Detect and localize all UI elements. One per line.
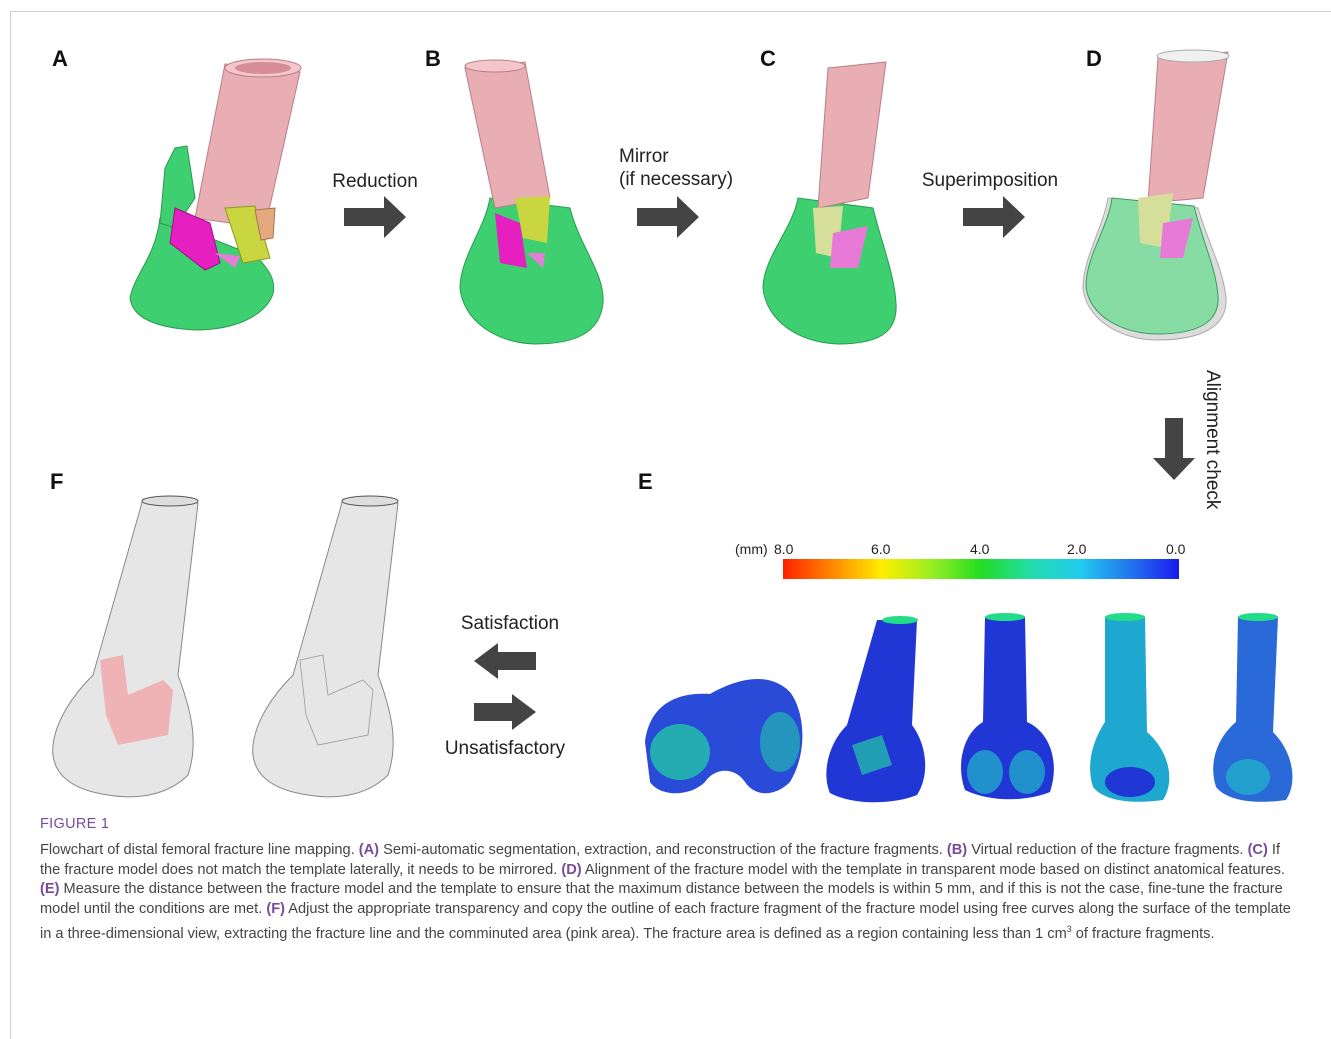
heatmap-axial-view bbox=[640, 672, 810, 800]
caption-tag: (B) bbox=[947, 842, 967, 858]
panel-label-f: F bbox=[50, 469, 63, 495]
top-rule bbox=[10, 11, 1331, 12]
mirrored-fracture-model bbox=[758, 58, 928, 348]
alignment-check-label: Alignment check bbox=[1201, 370, 1223, 530]
arrow-right-icon bbox=[963, 196, 1027, 238]
caption-tag: (F) bbox=[266, 901, 285, 917]
superimposed-model bbox=[1078, 48, 1238, 348]
figure-title: FIGURE 1 bbox=[40, 815, 1300, 835]
colorbar-tick: 8.0 bbox=[774, 541, 793, 557]
colorbar-unit: (mm) bbox=[735, 541, 768, 557]
fracture-fragments-model bbox=[115, 58, 305, 338]
template-with-fracture-area bbox=[48, 495, 208, 805]
caption-tag: (C) bbox=[1248, 842, 1268, 858]
reduction-label: Reduction bbox=[320, 170, 430, 193]
figure-caption: FIGURE 1 Flowchart of distal femoral fra… bbox=[40, 815, 1300, 945]
template-femur bbox=[248, 495, 408, 805]
satisfaction-label: Satisfaction bbox=[440, 612, 580, 635]
mirror-label-line1: Mirror bbox=[605, 145, 755, 168]
heatmap-medial-view bbox=[1085, 612, 1185, 804]
caption-tag: (E) bbox=[40, 881, 59, 897]
left-rule bbox=[10, 11, 11, 1039]
distance-colorbar bbox=[783, 559, 1179, 579]
colorbar-tick: 0.0 bbox=[1166, 541, 1185, 557]
caption-tag: (D) bbox=[561, 862, 581, 878]
caption-text: Alignment of the fracture model with the… bbox=[585, 862, 1285, 878]
caption-text: Virtual reduction of the fracture fragme… bbox=[971, 842, 1243, 858]
panel-label-a: A bbox=[52, 46, 68, 72]
mirror-label: Mirror (if necessary) bbox=[605, 145, 755, 191]
panel-label-e: E bbox=[638, 469, 653, 495]
heatmap-anterior-view bbox=[822, 615, 932, 805]
heatmap-lateral-view bbox=[1208, 612, 1306, 804]
arrow-down-icon bbox=[1153, 418, 1195, 482]
panel-label-b: B bbox=[425, 46, 441, 72]
colorbar-tick: 2.0 bbox=[1067, 541, 1086, 557]
arrow-right-icon bbox=[474, 694, 538, 730]
caption-tail: of fracture fragments. bbox=[1072, 926, 1215, 942]
heatmap-posterior-view bbox=[955, 612, 1060, 802]
mirror-label-line2: (if necessary) bbox=[605, 168, 755, 191]
caption-text: Semi-automatic segmentation, extraction,… bbox=[383, 842, 943, 858]
superimposition-label: Superimposition bbox=[905, 169, 1075, 192]
caption-tag: (A) bbox=[359, 842, 379, 858]
unsatisfactory-label: Unsatisfactory bbox=[430, 737, 580, 760]
caption-intro: Flowchart of distal femoral fracture lin… bbox=[40, 842, 355, 858]
colorbar-tick: 4.0 bbox=[970, 541, 989, 557]
arrow-right-icon bbox=[344, 196, 408, 238]
colorbar-tick: 6.0 bbox=[871, 541, 890, 557]
arrow-right-icon bbox=[637, 196, 701, 238]
arrow-left-icon bbox=[474, 643, 538, 679]
reduced-fracture-model bbox=[455, 58, 625, 348]
